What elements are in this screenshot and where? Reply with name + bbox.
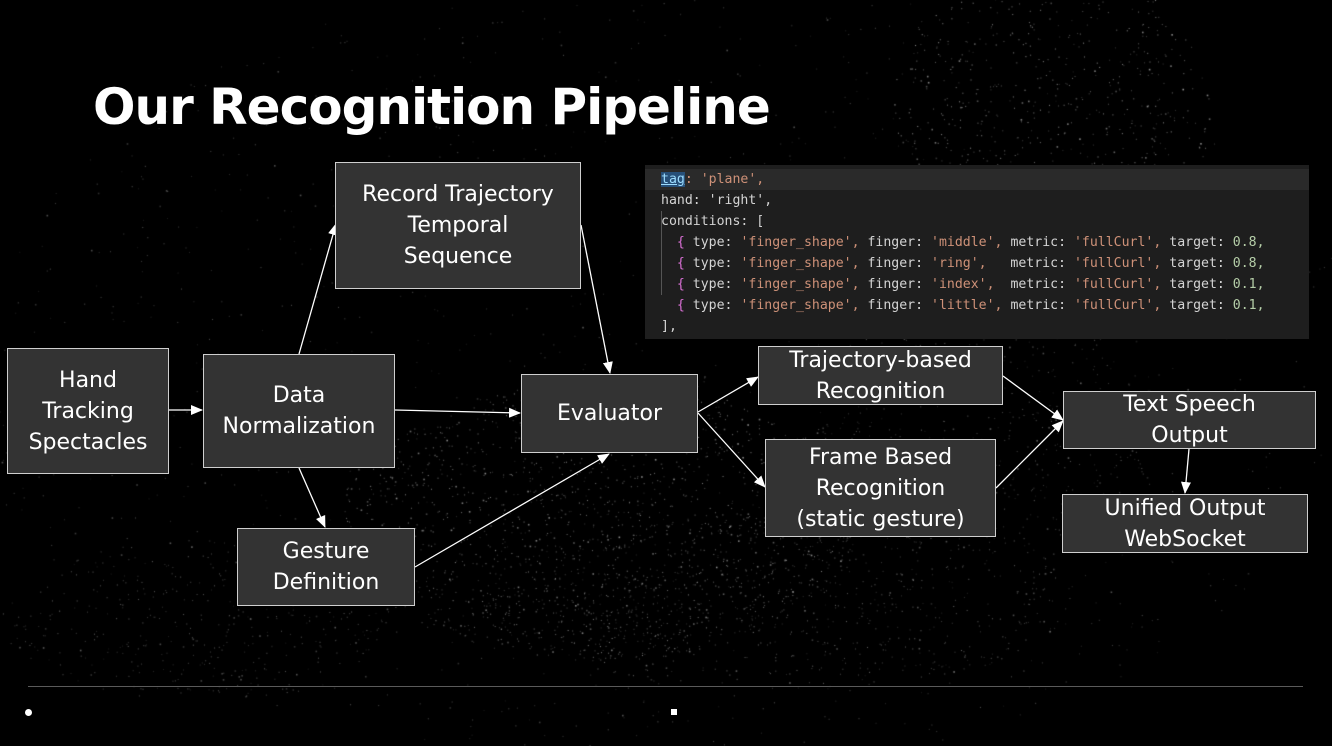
evaluator-node: Evaluator [521, 374, 698, 453]
code-line-hand: hand: 'right', [661, 193, 773, 208]
text-speech-output-node: Text Speech Output [1063, 391, 1316, 449]
code-token [1225, 277, 1233, 292]
code-token: type: [692, 298, 733, 313]
code-token: 'fullCurl', [1073, 298, 1162, 313]
code-line-condition: { type: 'finger_shape', finger: 'middle'… [645, 232, 1309, 253]
frame-recognition-node: Frame Based Recognition (static gesture) [765, 439, 996, 537]
code-tag-key: tag [661, 172, 685, 187]
code-token: finger: [867, 256, 924, 271]
code-token [1066, 256, 1074, 271]
code-line-condition: { type: 'finger_shape', finger: 'little'… [645, 295, 1309, 316]
code-token: 'fullCurl', [1073, 256, 1162, 271]
indent-guide [661, 211, 662, 295]
code-token [661, 256, 677, 271]
code-token: target: [1169, 256, 1225, 271]
unified-output-node: Unified Output WebSocket [1062, 494, 1308, 553]
code-token: finger: [867, 277, 924, 292]
gesture-code-snippet: tag: 'plane', hand: 'right', conditions:… [645, 165, 1309, 339]
code-token: { [676, 298, 693, 313]
code-token: { [676, 277, 693, 292]
code-token: 'ring', [931, 256, 987, 271]
footer-divider [28, 686, 1303, 687]
data-normalization-node: Data Normalization [203, 354, 395, 468]
code-tag-rest: : 'plane', [684, 172, 765, 187]
code-token: type: [692, 235, 733, 250]
code-token: type: [692, 256, 733, 271]
code-token: 0.1, [1232, 277, 1265, 292]
code-line-conditions: conditions: [ [661, 214, 765, 229]
gesture-definition-node: Gesture Definition [237, 528, 415, 606]
code-token [923, 256, 931, 271]
footer-square [671, 709, 677, 715]
code-token: 'finger_shape', [740, 277, 860, 292]
code-token: metric: [1010, 256, 1066, 271]
code-token: 0.8, [1232, 256, 1265, 271]
code-token: type: [692, 277, 733, 292]
code-token: target: [1169, 235, 1225, 250]
page-title: Our Recognition Pipeline [93, 78, 771, 136]
code-line-condition: { type: 'finger_shape', finger: 'index',… [645, 274, 1309, 295]
code-token: 'fullCurl', [1073, 235, 1162, 250]
code-token: 'middle', [931, 235, 1003, 250]
code-token: finger: [867, 235, 924, 250]
code-token [1066, 298, 1074, 313]
code-token [987, 256, 1011, 271]
code-token: metric: [1010, 235, 1067, 250]
code-token: 'finger_shape', [740, 235, 860, 250]
code-line-close: ], [661, 319, 677, 334]
code-token [923, 298, 931, 313]
code-token [1225, 235, 1233, 250]
code-line-tag: tag: 'plane', [645, 169, 1309, 190]
code-condition-lines: { type: 'finger_shape', finger: 'middle'… [645, 232, 1309, 316]
code-line-condition: { type: 'finger_shape', finger: 'ring', … [645, 253, 1309, 274]
code-token: finger: [867, 298, 924, 313]
trajectory-recognition-node: Trajectory-based Recognition [758, 346, 1003, 405]
code-token: metric: [1010, 277, 1067, 292]
code-token [923, 235, 931, 250]
code-token: 'little', [931, 298, 1003, 313]
code-token: 'fullCurl', [1073, 277, 1162, 292]
code-token: 0.8, [1232, 235, 1265, 250]
record-trajectory-node: Record Trajectory Temporal Sequence [335, 162, 581, 289]
code-token [1225, 298, 1233, 313]
code-token: { [676, 256, 693, 271]
code-token [661, 277, 677, 292]
code-token: target: [1169, 277, 1225, 292]
code-token: 'finger_shape', [740, 256, 860, 271]
code-token [923, 277, 931, 292]
code-token: { [676, 235, 693, 250]
code-token: metric: [1010, 298, 1067, 313]
hand-tracking-spectacles-node: Hand Tracking Spectacles [7, 348, 169, 474]
code-token [995, 277, 1011, 292]
code-token: target: [1169, 298, 1225, 313]
code-token: 'finger_shape', [740, 298, 860, 313]
code-token: 0.1, [1232, 298, 1265, 313]
code-token [661, 235, 677, 250]
code-token [1225, 256, 1233, 271]
code-token [1066, 277, 1074, 292]
code-token: 'index', [931, 277, 995, 292]
code-token [1066, 235, 1074, 250]
current-line-highlight [645, 169, 1309, 190]
footer-dot [25, 709, 32, 716]
code-token [661, 298, 677, 313]
